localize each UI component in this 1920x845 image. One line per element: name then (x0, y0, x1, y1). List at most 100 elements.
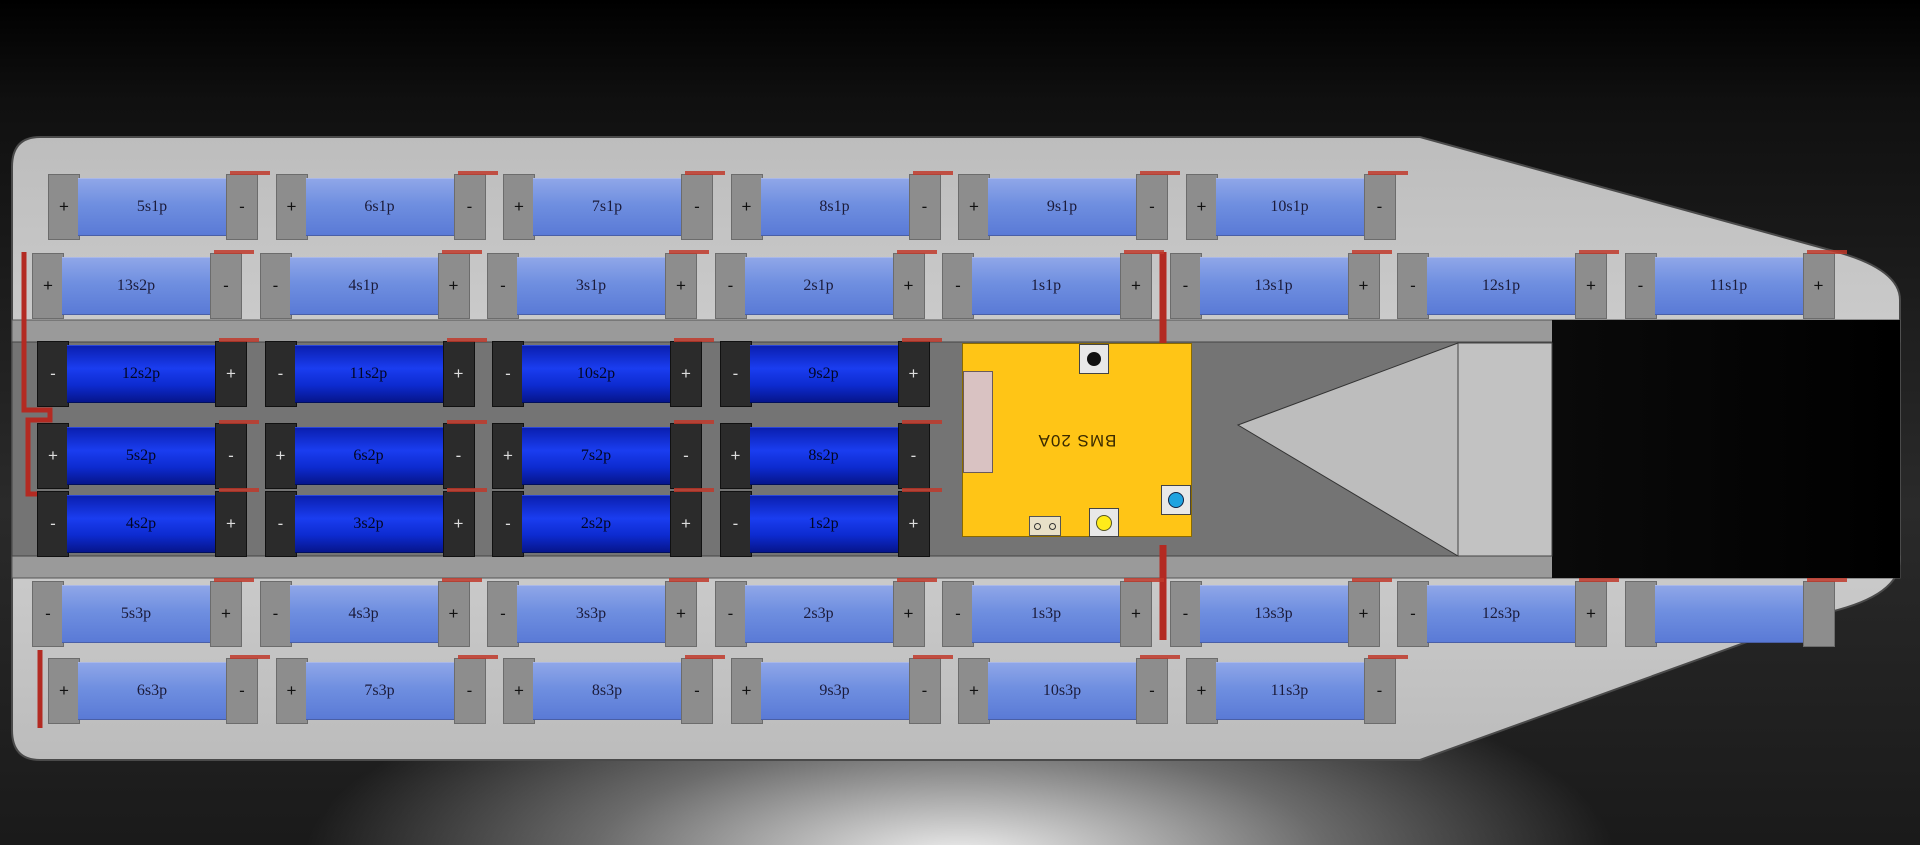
cell-terminal: - (442, 423, 475, 489)
wedge-block (1457, 342, 1553, 557)
battery-cell: 9s2p (749, 345, 898, 403)
busbar-link (219, 420, 259, 424)
cell-terminal: - (1136, 658, 1168, 724)
bms-button-yellow (1089, 508, 1119, 537)
busbar-link (1367, 171, 1408, 175)
battery-cell: 1s1p (972, 257, 1120, 315)
battery-cell: 2s3p (744, 585, 893, 643)
cell-terminal: - (37, 341, 69, 407)
cell-terminal: - (719, 491, 752, 557)
battery-cell: 11s3p (1215, 662, 1364, 720)
battery-cell: 6s1p (305, 178, 454, 236)
blue-dot-icon (1168, 492, 1184, 508)
battery-cell: 8s3p (533, 662, 681, 720)
busbar-link (1140, 171, 1180, 175)
busbar-link (457, 171, 498, 175)
cell-terminal: - (32, 581, 64, 647)
battery-cell: 2s2p (522, 495, 670, 553)
busbar-link (1806, 250, 1847, 254)
busbar-link (901, 488, 942, 492)
cell-terminal: - (259, 581, 292, 647)
battery-cell: 12s3p (1427, 585, 1575, 643)
bms-button-blue (1161, 485, 1191, 515)
busbar-link (1579, 578, 1619, 582)
battery-cell: 13s2p (62, 257, 210, 315)
busbar-link (1806, 578, 1847, 582)
busbar-link (674, 488, 714, 492)
battery-cell: 11s1p (1654, 257, 1803, 315)
bms-button-black (1079, 344, 1109, 374)
cell-terminal: - (264, 491, 297, 557)
busbar-link (1579, 250, 1619, 254)
busbar-link (912, 655, 953, 659)
cell-terminal (1624, 581, 1657, 647)
battery-cell: 3s2p (294, 495, 443, 553)
pin-icon (1034, 522, 1041, 530)
bms-board: BMS 20A (962, 343, 1192, 537)
battery-cell: 4s1p (289, 257, 438, 315)
cell-terminal: - (908, 174, 941, 240)
black-dot-icon (1087, 352, 1101, 366)
cell-terminal: + (503, 174, 535, 240)
busbar-link (1351, 578, 1392, 582)
battery-cell: 1s2p (749, 495, 898, 553)
busbar-left (21, 252, 53, 497)
busbar-link (685, 171, 725, 175)
cell-terminal: + (1120, 253, 1152, 319)
cell-terminal: - (897, 423, 930, 489)
busbar-link (896, 250, 937, 254)
cell-terminal: + (958, 174, 990, 240)
cell-terminal: + (215, 341, 247, 407)
battery-cell: 4s3p (289, 585, 438, 643)
cell-terminal: - (264, 341, 297, 407)
cell-terminal: + (215, 491, 247, 557)
battery-cell: 13s3p (1199, 585, 1348, 643)
battery-cell: 13s1p (1199, 257, 1348, 315)
cell-terminal: + (670, 491, 702, 557)
cell-terminal: + (48, 174, 80, 240)
cell-terminal: + (37, 423, 69, 489)
cell-terminal: - (1169, 253, 1202, 319)
cell-terminal: + (665, 253, 697, 319)
busbar-link (219, 488, 259, 492)
cell-terminal: - (1397, 253, 1429, 319)
battery-cell: 12s1p (1427, 257, 1575, 315)
cell-terminal: + (1185, 174, 1218, 240)
cell-terminal: - (259, 253, 292, 319)
cell-terminal: - (453, 658, 486, 724)
battery-cell: 2s1p (744, 257, 893, 315)
cell-terminal: - (1363, 174, 1396, 240)
busbar-link (230, 655, 270, 659)
cell-terminal: + (897, 341, 930, 407)
busbar-link (446, 338, 487, 342)
busbar-link (669, 578, 709, 582)
cell-terminal: - (670, 423, 702, 489)
cell-terminal: - (1363, 658, 1396, 724)
bms-label: BMS 20A (1037, 431, 1117, 450)
busbar-link (674, 420, 714, 424)
battery-cell: 9s1p (988, 178, 1136, 236)
busbar-link (457, 655, 498, 659)
cell-terminal: - (681, 174, 713, 240)
busbar-link (1367, 655, 1408, 659)
cell-terminal: - (37, 491, 69, 557)
battery-cell: 11s2p (294, 345, 443, 403)
busbar-link (674, 338, 714, 342)
cell-terminal: - (942, 253, 974, 319)
cell-terminal: + (730, 658, 763, 724)
cell-terminal: - (719, 341, 752, 407)
busbar-link (901, 420, 942, 424)
cell-terminal: - (714, 581, 747, 647)
busbar-link (441, 578, 482, 582)
busbar-link (230, 171, 270, 175)
bms-two-pin (1029, 516, 1061, 536)
cell-terminal (1802, 581, 1835, 647)
battery-cell: 5s3p (62, 585, 210, 643)
battery-cell: 9s3p (760, 662, 909, 720)
busbar-link (912, 171, 953, 175)
cell-terminal: + (492, 423, 524, 489)
cell-terminal: + (1347, 253, 1380, 319)
cell-terminal: + (719, 423, 752, 489)
battery-cell: 3s3p (517, 585, 665, 643)
